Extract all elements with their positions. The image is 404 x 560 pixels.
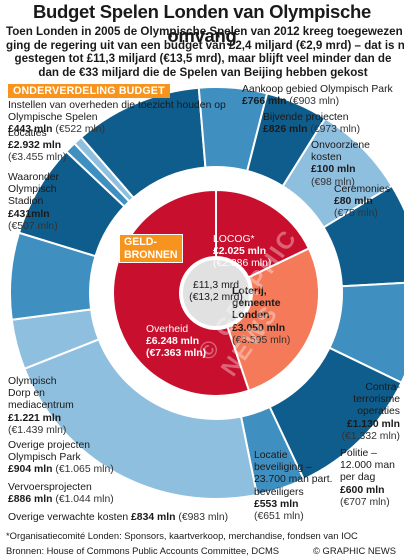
label-eur: (€707 mln) bbox=[340, 496, 390, 508]
label-eur: (€507 mln) bbox=[8, 220, 58, 232]
label-overige-kosten: Overige verwachte kosten £834 mln (€983 … bbox=[8, 512, 228, 524]
label-dorp: Olympisch Dorp en mediacentrum £1.221 ml… bbox=[8, 376, 80, 437]
label-eur: (€973 mln) bbox=[310, 124, 361, 136]
label-eur: (€1.065 mln) bbox=[55, 464, 114, 476]
label-aankoop: Aankoop gebied Olympisch Park £766 mln (… bbox=[242, 84, 393, 108]
slice-vervoersprojecten bbox=[322, 184, 404, 288]
label-bijvende: Bijvende projecten £826 mln (€973 mln) bbox=[263, 112, 360, 136]
label-eur: (€522 mln) bbox=[55, 124, 106, 136]
intro-line: gestegen tot £11,3 miljard (€13,5 mrd), … bbox=[14, 52, 392, 66]
center-disc bbox=[181, 258, 251, 328]
label-stadion: Waaronder Olympisch Stadion £431mln (€50… bbox=[8, 172, 70, 233]
slice-loterij-gemeente-londen bbox=[226, 247, 320, 392]
credit: © GRAPHIC NEWS bbox=[313, 545, 396, 556]
center-label: £11,3 mrd (€13,2 mrd) bbox=[186, 280, 246, 304]
label-gbp: £886 mln bbox=[8, 494, 53, 506]
label-overheid: Overheid £6.248 mln (€7.363 mln) bbox=[146, 324, 206, 361]
label-text: LOCOG* bbox=[213, 234, 255, 245]
label-eur: (€1.044 mln) bbox=[55, 494, 114, 506]
label-eur: (€7.363 mln) bbox=[146, 348, 207, 360]
label-gbp: £2.932 mln bbox=[8, 140, 62, 152]
intro-line: dan de €33 miljard die de Spelen van Bei… bbox=[38, 65, 368, 79]
intro-line: Toen Londen in 2005 de Olympische Spelen… bbox=[6, 25, 403, 38]
section-inner-label: GELD- BRONNEN bbox=[119, 234, 183, 263]
slice-locog bbox=[215, 188, 311, 279]
label-gbp: £1.221 mln bbox=[8, 412, 62, 424]
label-text: Olympisch Dorp en mediacentrum bbox=[8, 376, 74, 412]
label-overige-projecten: Overige projecten Olympisch Park £904 ml… bbox=[8, 440, 118, 477]
label-text: Overheid bbox=[146, 324, 189, 335]
section-inner-line: BRONNEN bbox=[124, 248, 178, 261]
label-text: Politie – 12.000 man per dag bbox=[340, 448, 395, 484]
label-eur: (€2.386 mln) bbox=[213, 258, 272, 270]
slice-locaties bbox=[23, 338, 259, 500]
label-gbp: £553 mln bbox=[254, 498, 299, 510]
label-locaties: Locaties £2.932 mln (€3.455 mln) bbox=[8, 128, 66, 165]
label-toezicht: Instellen van overheden die toezicht hou… bbox=[8, 100, 240, 137]
label-gbp: £600 mln bbox=[340, 484, 385, 496]
center-sub: (€13,2 mrd) bbox=[189, 292, 243, 304]
label-text: Loterij, gemeente Londen bbox=[232, 286, 281, 322]
label-text: Overige projecten Olympisch Park bbox=[8, 440, 91, 464]
label-gbp: £1.130 mln bbox=[346, 418, 400, 430]
section-outer-label: ONDERVERDELING BUDGET bbox=[8, 84, 170, 98]
label-text: Contra-terrorisme operaties bbox=[353, 382, 400, 418]
label-onvoorzien: Onvoorziene kosten £100 mln (€98 mln) bbox=[311, 140, 401, 189]
label-text: Locatie beveiliging – 23.700 man part. b… bbox=[254, 450, 333, 498]
label-vervoer: Vervoersprojecten £886 mln (€1.044 mln) bbox=[8, 482, 114, 506]
section-inner-line: GELD- bbox=[124, 236, 157, 248]
label-eur: (€1.332 mln) bbox=[341, 430, 400, 442]
label-eur: (€903 mln) bbox=[289, 96, 340, 108]
label-beveiliging: Locatie beveiliging – 23.700 man part. b… bbox=[254, 450, 338, 523]
label-gbp: £100 mln bbox=[311, 164, 356, 176]
label-terrorisme: Contra-terrorisme operaties £1.130 mln (… bbox=[330, 382, 400, 443]
label-eur: (€983 mln) bbox=[178, 512, 229, 523]
footnote: *Organisatiecomité Londen: Sponsors, kaa… bbox=[6, 530, 358, 541]
label-gbp: £834 mln bbox=[131, 512, 176, 523]
label-gbp: £766 mln bbox=[242, 96, 287, 108]
label-gbp: £80 mln bbox=[334, 196, 373, 208]
label-gbp: £904 mln bbox=[8, 464, 53, 476]
center-value: £11,3 mrd bbox=[192, 280, 239, 291]
label-text: Vervoersprojecten bbox=[8, 482, 92, 493]
label-text: Instellen van overheden die toezicht hou… bbox=[8, 100, 226, 124]
page-title: Budget Spelen Londen van Olympische omva… bbox=[33, 1, 371, 46]
label-eur: (€75 mln) bbox=[334, 208, 378, 220]
label-text: Waaronder Olympisch Stadion bbox=[8, 172, 60, 208]
label-eur: (€1.439 mln) bbox=[8, 424, 67, 436]
label-eur: (€651 mln) bbox=[254, 511, 304, 523]
label-eur: (€3.455 mln) bbox=[8, 152, 67, 164]
label-gbp: £2.025 mln bbox=[213, 246, 267, 258]
intro-line: ging de regering uit van een budget van … bbox=[6, 38, 404, 52]
label-text: Ceremonies bbox=[334, 184, 391, 195]
label-text: Bijvende projecten bbox=[263, 112, 349, 123]
label-politie: Politie – 12.000 man per dag £600 mln (€… bbox=[340, 448, 400, 509]
label-gbp: £826 mln bbox=[263, 124, 308, 136]
label-gbp: £6.248 mln bbox=[146, 336, 200, 348]
label-loterij: Loterij, gemeente Londen £3.050 mln (€3.… bbox=[232, 286, 302, 347]
label-eur: (€98 mln) bbox=[311, 176, 355, 188]
label-text: Onvoorziene kosten bbox=[311, 140, 370, 164]
label-text: Locaties bbox=[8, 128, 47, 139]
label-text: Aankoop gebied Olympisch Park bbox=[242, 84, 393, 95]
label-ceremonies: Ceremonies £80 mln (€75 mln) bbox=[334, 184, 390, 221]
source: Bronnen: House of Commons Public Account… bbox=[6, 545, 280, 556]
label-locog: LOCOG* £2.025 mln (€2.386 mln) bbox=[213, 234, 271, 271]
intro-text: Toen Londen in 2005 de Olympische Spelen… bbox=[6, 25, 404, 79]
label-text: Overige verwachte kosten bbox=[8, 512, 129, 523]
label-gbp: £443 mln bbox=[8, 124, 53, 136]
outer-ring bbox=[9, 86, 404, 500]
label-gbp: £431mln bbox=[8, 208, 50, 220]
donut-chart bbox=[9, 86, 404, 500]
label-eur: (€3.595 mln) bbox=[232, 334, 291, 346]
label-gbp: £3.050 mln bbox=[232, 322, 286, 334]
